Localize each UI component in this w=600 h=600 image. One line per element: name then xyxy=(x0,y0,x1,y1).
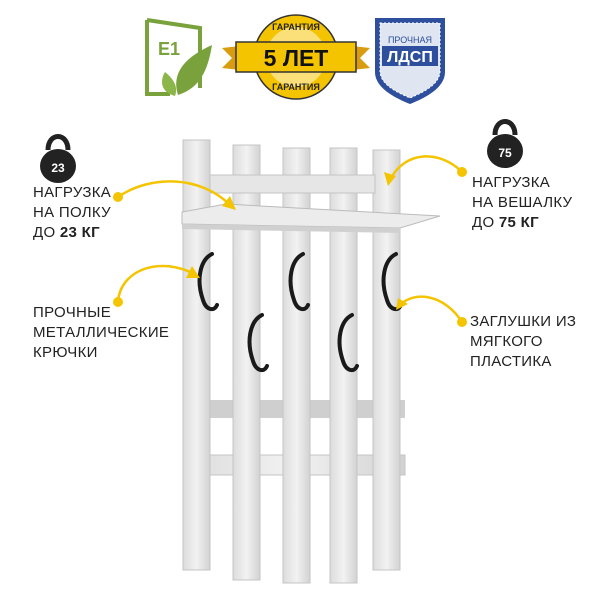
svg-text:23: 23 xyxy=(51,161,65,175)
svg-text:ПРОЧНАЯ: ПРОЧНАЯ xyxy=(388,35,432,45)
svg-text:ГАРАНТИЯ: ГАРАНТИЯ xyxy=(272,22,320,32)
kettlebell-icon: 75 xyxy=(487,119,523,168)
shelf-load-label: НАГРУЗКА НА ПОЛКУ ДО 23 КГ xyxy=(33,184,112,241)
svg-text:ГАРАНТИЯ: ГАРАНТИЯ xyxy=(272,82,320,92)
caps-label: ЗАГЛУШКИ ИЗ МЯГКОГО ПЛАСТИКА xyxy=(470,313,577,370)
callout-arrows xyxy=(116,155,464,323)
svg-text:75: 75 xyxy=(498,146,512,160)
svg-text:E1: E1 xyxy=(158,39,180,59)
warranty-badge: ГАРАНТИЯ 5 ЛЕТ ГАРАНТИЯ xyxy=(222,14,370,100)
hooks-label: ПРОЧНЫЕ МЕТАЛЛИЧЕСКИЕ КРЮЧКИ xyxy=(33,304,170,361)
e1-eco-badge: E1 xyxy=(145,18,212,96)
ldsp-shield-badge: ПРОЧНАЯ ЛДСП xyxy=(375,18,445,104)
coat-rack xyxy=(181,139,441,584)
svg-text:ЛДСП: ЛДСП xyxy=(387,49,433,66)
hanger-load-label: НАГРУЗКА НА ВЕШАЛКУ ДО 75 КГ xyxy=(472,174,573,231)
kettlebell-icon: 23 xyxy=(40,134,76,183)
svg-text:5 ЛЕТ: 5 ЛЕТ xyxy=(264,45,329,71)
